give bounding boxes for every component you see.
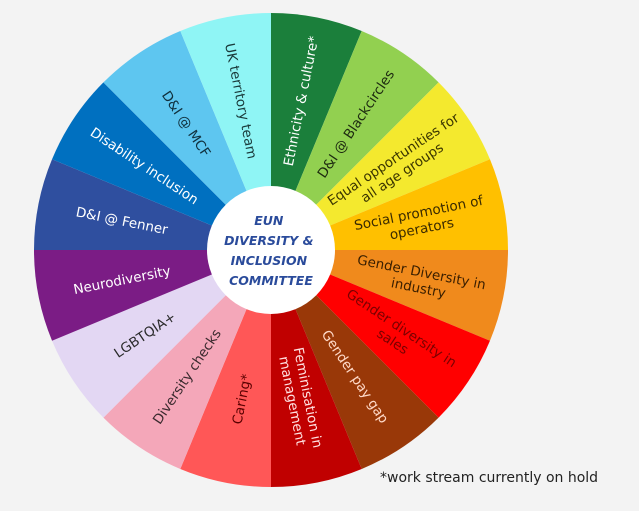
center-title: EUN DIVERSITY & INCLUSION COMMITTEE (224, 213, 318, 288)
footnote: *work stream currently on hold (380, 470, 599, 486)
wheel-segment (271, 250, 490, 418)
wheel-segment (52, 250, 271, 418)
wheel-segment (271, 250, 439, 469)
center-title-line: EUN (254, 213, 284, 228)
wheel-segment (271, 82, 490, 250)
center-title-line: COMMITTEE (229, 273, 313, 288)
center-title-line: INCLUSION (231, 253, 308, 268)
wheel-segment (52, 82, 271, 250)
wheel-segment (103, 31, 271, 250)
wheel-segment (271, 31, 439, 250)
wheel-segment (103, 250, 271, 469)
center-title-line: DIVERSITY & (224, 233, 313, 248)
center-circle (207, 186, 335, 314)
